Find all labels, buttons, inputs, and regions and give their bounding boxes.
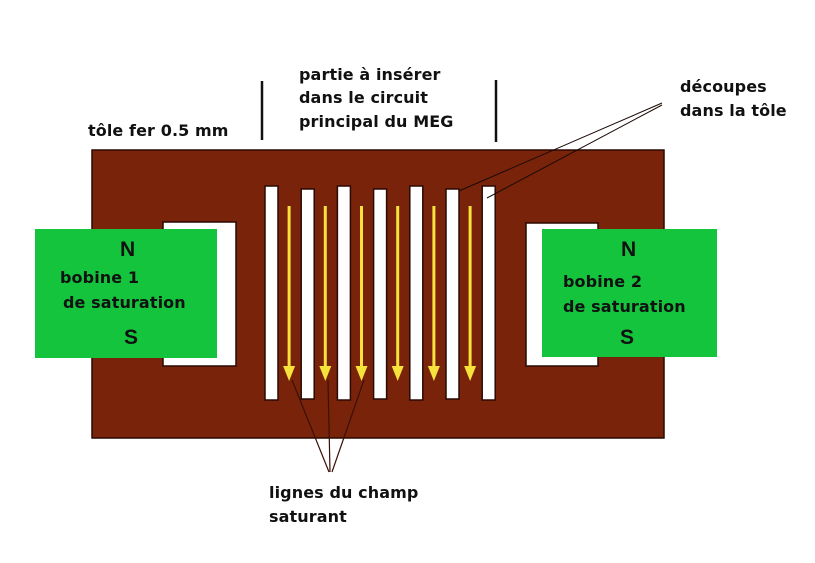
coil-1-desc: de saturation: [63, 293, 186, 312]
cutouts-leaders: [458, 102, 663, 199]
field-lines-label-line-1: lignes du champ: [269, 483, 419, 502]
sheet-label: tôle fer 0.5 mm: [88, 121, 229, 140]
field-arrow-head: [427, 366, 440, 381]
field-arrow: [283, 206, 296, 381]
insert-part-label-line-1: partie à insérer: [299, 65, 441, 84]
coil-2-north-pole: N: [621, 238, 637, 261]
sheet-slot: [372, 188, 388, 400]
field-lines-leaders: [291, 379, 365, 473]
field-arrow-head: [319, 366, 332, 381]
sheet-slot: [481, 185, 496, 401]
sheet-slot: [336, 185, 352, 401]
field-leader-1: [291, 379, 330, 473]
insert-part-label-line-2: dans le circuit: [299, 88, 429, 107]
coil-1-north-pole: N: [120, 238, 136, 261]
field-lines-label-line-2: saturant: [269, 507, 347, 526]
cutouts-label-line-2: dans la tôle: [680, 101, 787, 120]
coil-2-desc: de saturation: [563, 297, 686, 316]
field-arrow-head: [464, 366, 477, 381]
field-arrows-group: [283, 206, 477, 381]
cutouts-label-line-1: découpes: [680, 77, 767, 96]
field-arrow: [427, 206, 440, 381]
field-leader-2: [327, 379, 331, 473]
field-arrow-head: [391, 366, 404, 381]
field-arrow-head: [355, 366, 368, 381]
cutouts-leader-1: [458, 102, 663, 192]
field-arrow: [355, 206, 368, 381]
sheet-slot: [445, 188, 460, 400]
sheet-slot: [300, 188, 315, 400]
coil-1-name: bobine 1: [60, 268, 140, 287]
coil-2-south-pole: S: [620, 326, 635, 349]
field-leader-3: [331, 379, 365, 473]
coil-2-box: [542, 229, 717, 357]
coil-1-box: [35, 229, 217, 358]
slots-group: [264, 185, 496, 401]
insert-part-label-line-3: principal du MEG: [299, 112, 454, 131]
field-arrow: [391, 206, 404, 381]
field-arrow-head: [283, 366, 296, 381]
field-arrow: [464, 206, 477, 381]
coil-1-south-pole: S: [124, 326, 139, 349]
cutouts-leader-2: [486, 104, 663, 199]
field-arrow: [319, 206, 332, 381]
coil-2-name: bobine 2: [563, 272, 643, 291]
sheet-slot: [409, 185, 424, 401]
sheet-slot: [264, 185, 279, 401]
